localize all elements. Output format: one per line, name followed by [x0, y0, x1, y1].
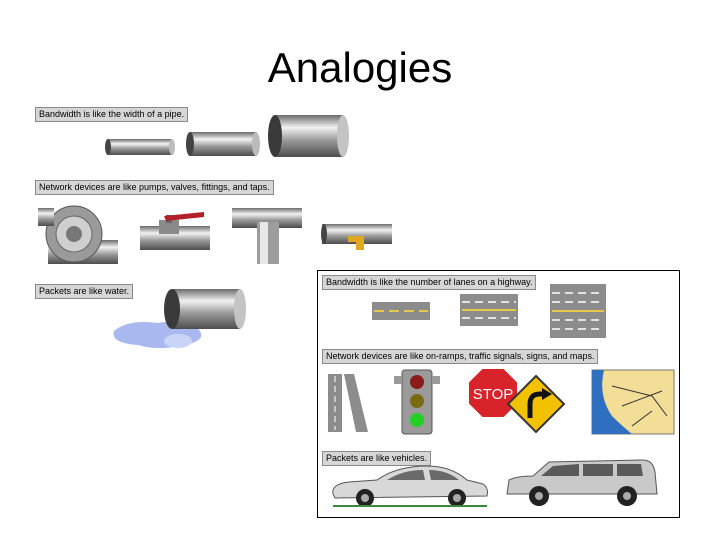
six-lane-road	[550, 284, 606, 338]
pump-icon	[38, 205, 118, 264]
t-fitting-icon	[232, 208, 302, 264]
four-lane-road	[460, 294, 518, 326]
medium-pipe	[186, 132, 260, 156]
thin-pipe	[105, 139, 175, 155]
caption-highway-devices: Network devices are like on-ramps, traff…	[322, 349, 599, 364]
caption-highway-bandwidth: Bandwidth is like the number of lanes on…	[322, 275, 537, 290]
two-lane-road	[372, 302, 430, 320]
highways-with-increasing-lanes-image	[372, 284, 606, 338]
wide-pipe	[268, 115, 349, 157]
slide-title: Analogies	[267, 44, 453, 91]
caption-pipe-bandwidth: Bandwidth is like the width of a pipe.	[35, 107, 189, 122]
pumps-valves-fittings-taps-image	[38, 205, 392, 264]
traffic-light-icon	[394, 369, 440, 435]
caption-highway-packets: Packets are like vehicles.	[322, 451, 432, 466]
caption-pipe-devices: Network devices are like pumps, valves, …	[35, 180, 274, 195]
caption-pipe-packets: Packets are like water.	[35, 284, 134, 299]
sedan-icon	[332, 465, 488, 507]
stop-sign-label: STOP	[473, 386, 514, 403]
map-icon	[591, 369, 675, 435]
tap-icon	[321, 224, 392, 250]
valve-icon	[140, 212, 210, 250]
vehicles-image	[332, 459, 658, 507]
turn-sign-icon	[506, 374, 566, 434]
stop-sign-icon: STOP	[467, 367, 519, 419]
onramp-signal-signs-map-image: STOP	[328, 367, 675, 435]
suv-icon	[506, 459, 658, 506]
on-ramp-icon	[328, 374, 368, 432]
pipes-of-increasing-width-image	[105, 115, 349, 157]
pipe-pouring-water-image	[113, 289, 246, 348]
